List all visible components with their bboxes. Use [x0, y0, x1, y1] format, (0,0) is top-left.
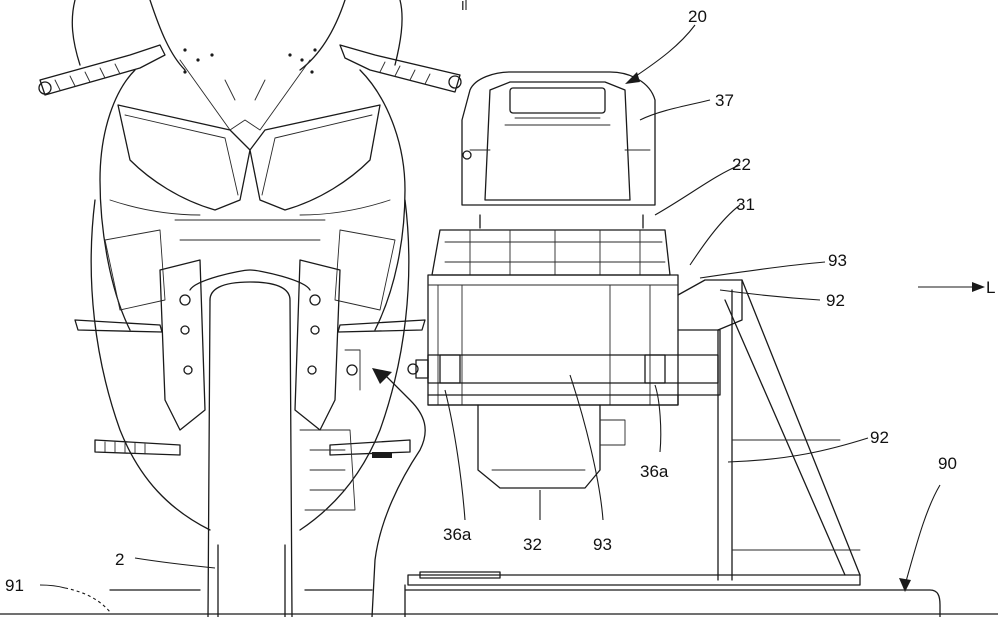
ref-36a-left: 36a — [443, 525, 472, 544]
ref-32: 32 — [523, 535, 542, 554]
reference-labels: 20 37 22 31 93 92 92 90 36a 36a 32 93 2 … — [5, 0, 995, 595]
ref-22: 22 — [732, 155, 751, 174]
ref-90: 90 — [938, 454, 957, 473]
ref-31: 31 — [736, 195, 755, 214]
ref-92-upper: 92 — [826, 291, 845, 310]
ref-2: 2 — [115, 550, 124, 569]
direction-label: L — [986, 278, 995, 297]
right-mirror — [340, 0, 461, 92]
heading-mark: I — [461, 0, 465, 13]
left-mirror — [39, 0, 165, 95]
ref-91: 91 — [5, 576, 24, 595]
ref-20: 20 — [688, 7, 707, 26]
motorcycle — [39, 0, 461, 617]
ref-92-lower: 92 — [870, 428, 889, 447]
battery-unit — [408, 72, 718, 488]
stand — [0, 280, 998, 617]
ref-36a-right: 36a — [640, 462, 669, 481]
front-tire — [208, 282, 292, 617]
ref-93-upper: 93 — [828, 251, 847, 270]
ref-37: 37 — [715, 91, 734, 110]
ref-93-lower: 93 — [593, 535, 612, 554]
